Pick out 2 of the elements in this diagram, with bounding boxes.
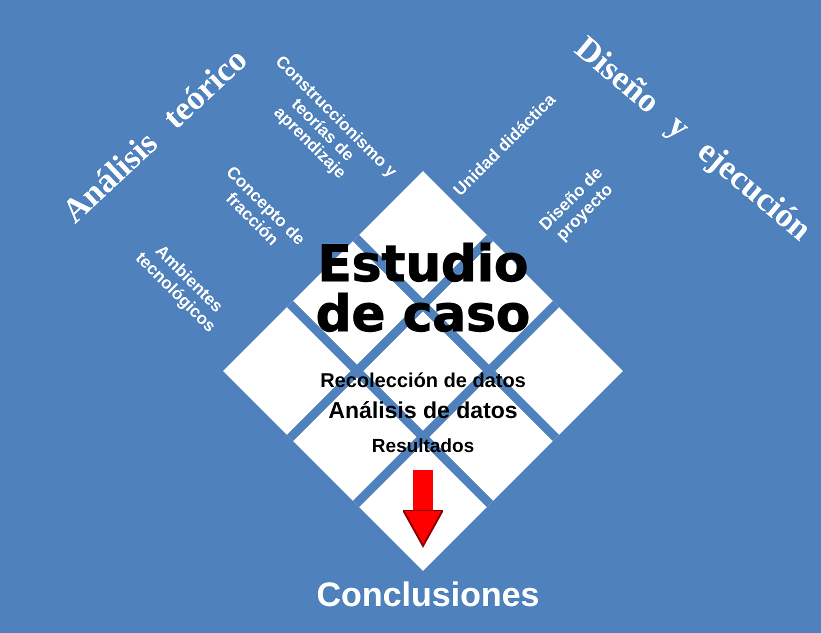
conclusion-text: Conclusiones (316, 576, 540, 614)
down-arrow (402, 470, 444, 547)
